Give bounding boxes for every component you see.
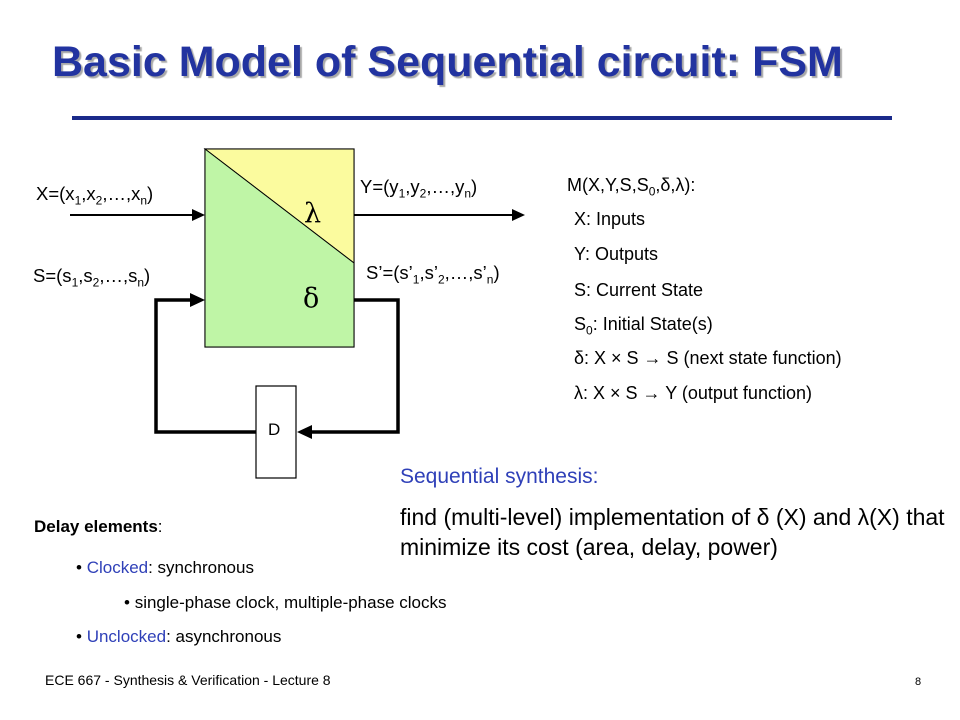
delta-region bbox=[204, 147, 355, 348]
def-output-function: λ: X × S → Y (output function) bbox=[574, 383, 812, 403]
feedback-arrowhead bbox=[190, 293, 205, 307]
lambda-symbol: λ bbox=[304, 198, 322, 229]
delta-symbol: δ bbox=[303, 283, 320, 314]
next-state-label: S’=(s’1,s’2,…,s’n) bbox=[366, 262, 500, 287]
bullet-clocked: • Clocked: synchronous bbox=[76, 558, 254, 577]
slide-title: Basic Model of Sequential circuit: FSM bbox=[52, 38, 843, 86]
fsm-tuple-header: M(X,Y,S,S0,δ,λ): bbox=[567, 175, 696, 199]
input-x-label: X=(x1,x2,…,xn) bbox=[36, 183, 154, 208]
bullet-unclocked: • Unclocked: asynchronous bbox=[76, 627, 282, 646]
state-s-label: S=(s1,s2,…,sn) bbox=[33, 265, 151, 290]
output-arrowhead bbox=[512, 209, 525, 221]
input-arrowhead bbox=[192, 209, 205, 221]
delay-elements-header: Delay elements: bbox=[34, 517, 163, 536]
output-y-label: Y=(y1,y2,…,yn) bbox=[360, 176, 478, 201]
def-next-state-function: δ: X × S → S (next state function) bbox=[574, 348, 842, 368]
next-state-arrowhead bbox=[297, 425, 312, 439]
title-underline bbox=[72, 116, 892, 120]
feedback-wire bbox=[154, 298, 256, 434]
synthesis-body: find (multi-level) implementation of δ (… bbox=[400, 504, 945, 560]
footer-course: ECE 667 - Synthesis & Verification - Lec… bbox=[45, 672, 331, 688]
bullet-clock-types: • single-phase clock, multiple-phase clo… bbox=[124, 593, 447, 612]
def-initial-state: S0: Initial State(s) bbox=[574, 314, 713, 338]
next-state-wire bbox=[310, 298, 400, 434]
def-outputs: Y: Outputs bbox=[574, 244, 659, 264]
delay-label: D bbox=[268, 420, 281, 439]
def-inputs: X: Inputs bbox=[574, 209, 646, 229]
synthesis-title: Sequential synthesis: bbox=[400, 465, 599, 488]
def-current-state: S: Current State bbox=[574, 280, 704, 300]
page-number: 8 bbox=[915, 676, 922, 688]
